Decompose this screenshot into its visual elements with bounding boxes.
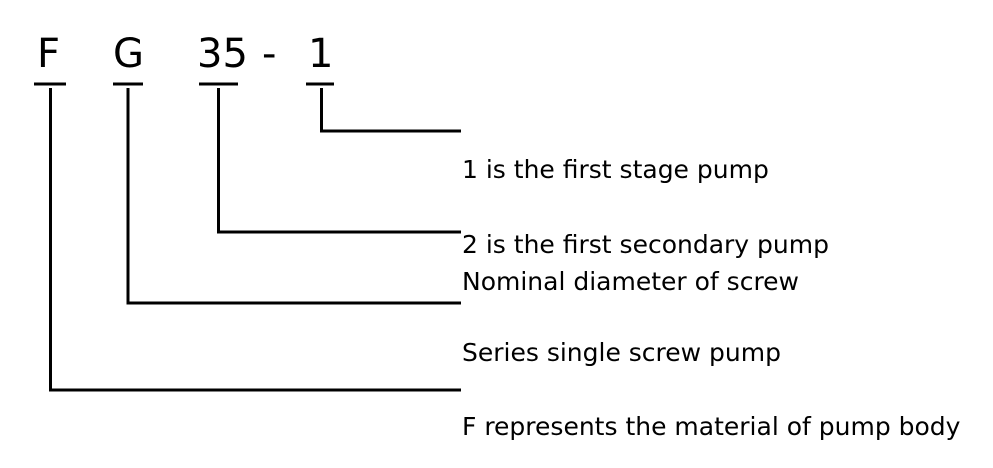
code-part-material: F — [37, 31, 61, 77]
leader-line-series — [126, 88, 461, 305]
leader-line-stage — [320, 88, 461, 133]
note-nominal-diameter-line-1: Nominal diameter of screw — [462, 267, 799, 296]
note-stage-line-2: 2 is the first secondary pump — [462, 230, 829, 259]
note-series: Series single screw pump — [462, 290, 781, 415]
leader-line-material — [49, 88, 461, 392]
note-stage: 1 is the first stage pump 2 is the first… — [462, 107, 829, 307]
code-part-stage: 1 — [308, 31, 334, 77]
code-part-nominal-diameter: 35 — [197, 31, 248, 77]
leader-line-nominal-diameter — [217, 88, 461, 234]
note-series-line-1: Series single screw pump — [462, 338, 781, 367]
note-material-line-1: F represents the material of pump body — [462, 412, 961, 441]
note-stage-line-1: 1 is the first stage pump — [462, 155, 769, 184]
code-part-separator: - — [262, 31, 277, 77]
note-nominal-diameter: Nominal diameter of screw — [462, 219, 799, 344]
note-material: F represents the material of pump body a… — [462, 364, 960, 468]
code-part-series: G — [113, 31, 144, 77]
